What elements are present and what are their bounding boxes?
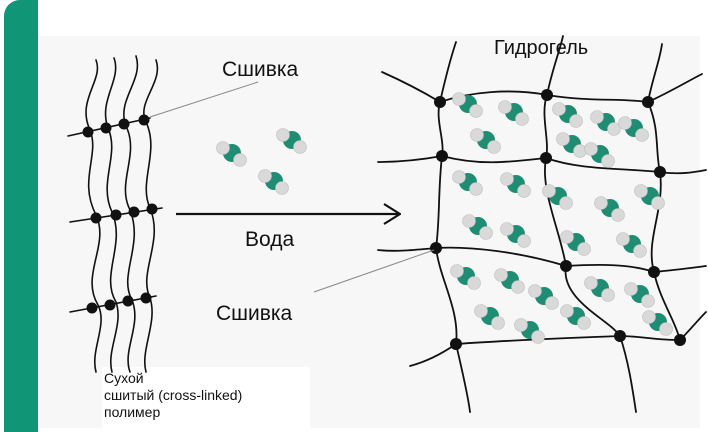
caption-line-1: Сухой [104,370,242,387]
crosslink-label-bottom: Сшивка [216,302,292,326]
crosslink-bottom-pointer [314,250,434,292]
free-water-molecules [217,129,307,195]
caption-line-3: полимер [104,404,242,421]
crosslink-label-top: Сшивка [222,58,298,82]
caption-line-2: сшитый (cross-linked) [104,387,242,404]
water-molecule-icon [277,129,307,154]
dry-polymer-caption: Сухой сшитый (cross-linked) полимер [104,370,242,421]
water-molecule-icon [259,170,289,195]
water-molecule-icon [217,142,247,167]
arrow-right-icon [176,204,400,224]
crosslink-top-pointer [150,82,258,117]
hydrogel-water-molecules [451,93,673,344]
water-label: Вода [245,228,294,252]
hydrogel-label: Гидрогель [494,37,588,60]
